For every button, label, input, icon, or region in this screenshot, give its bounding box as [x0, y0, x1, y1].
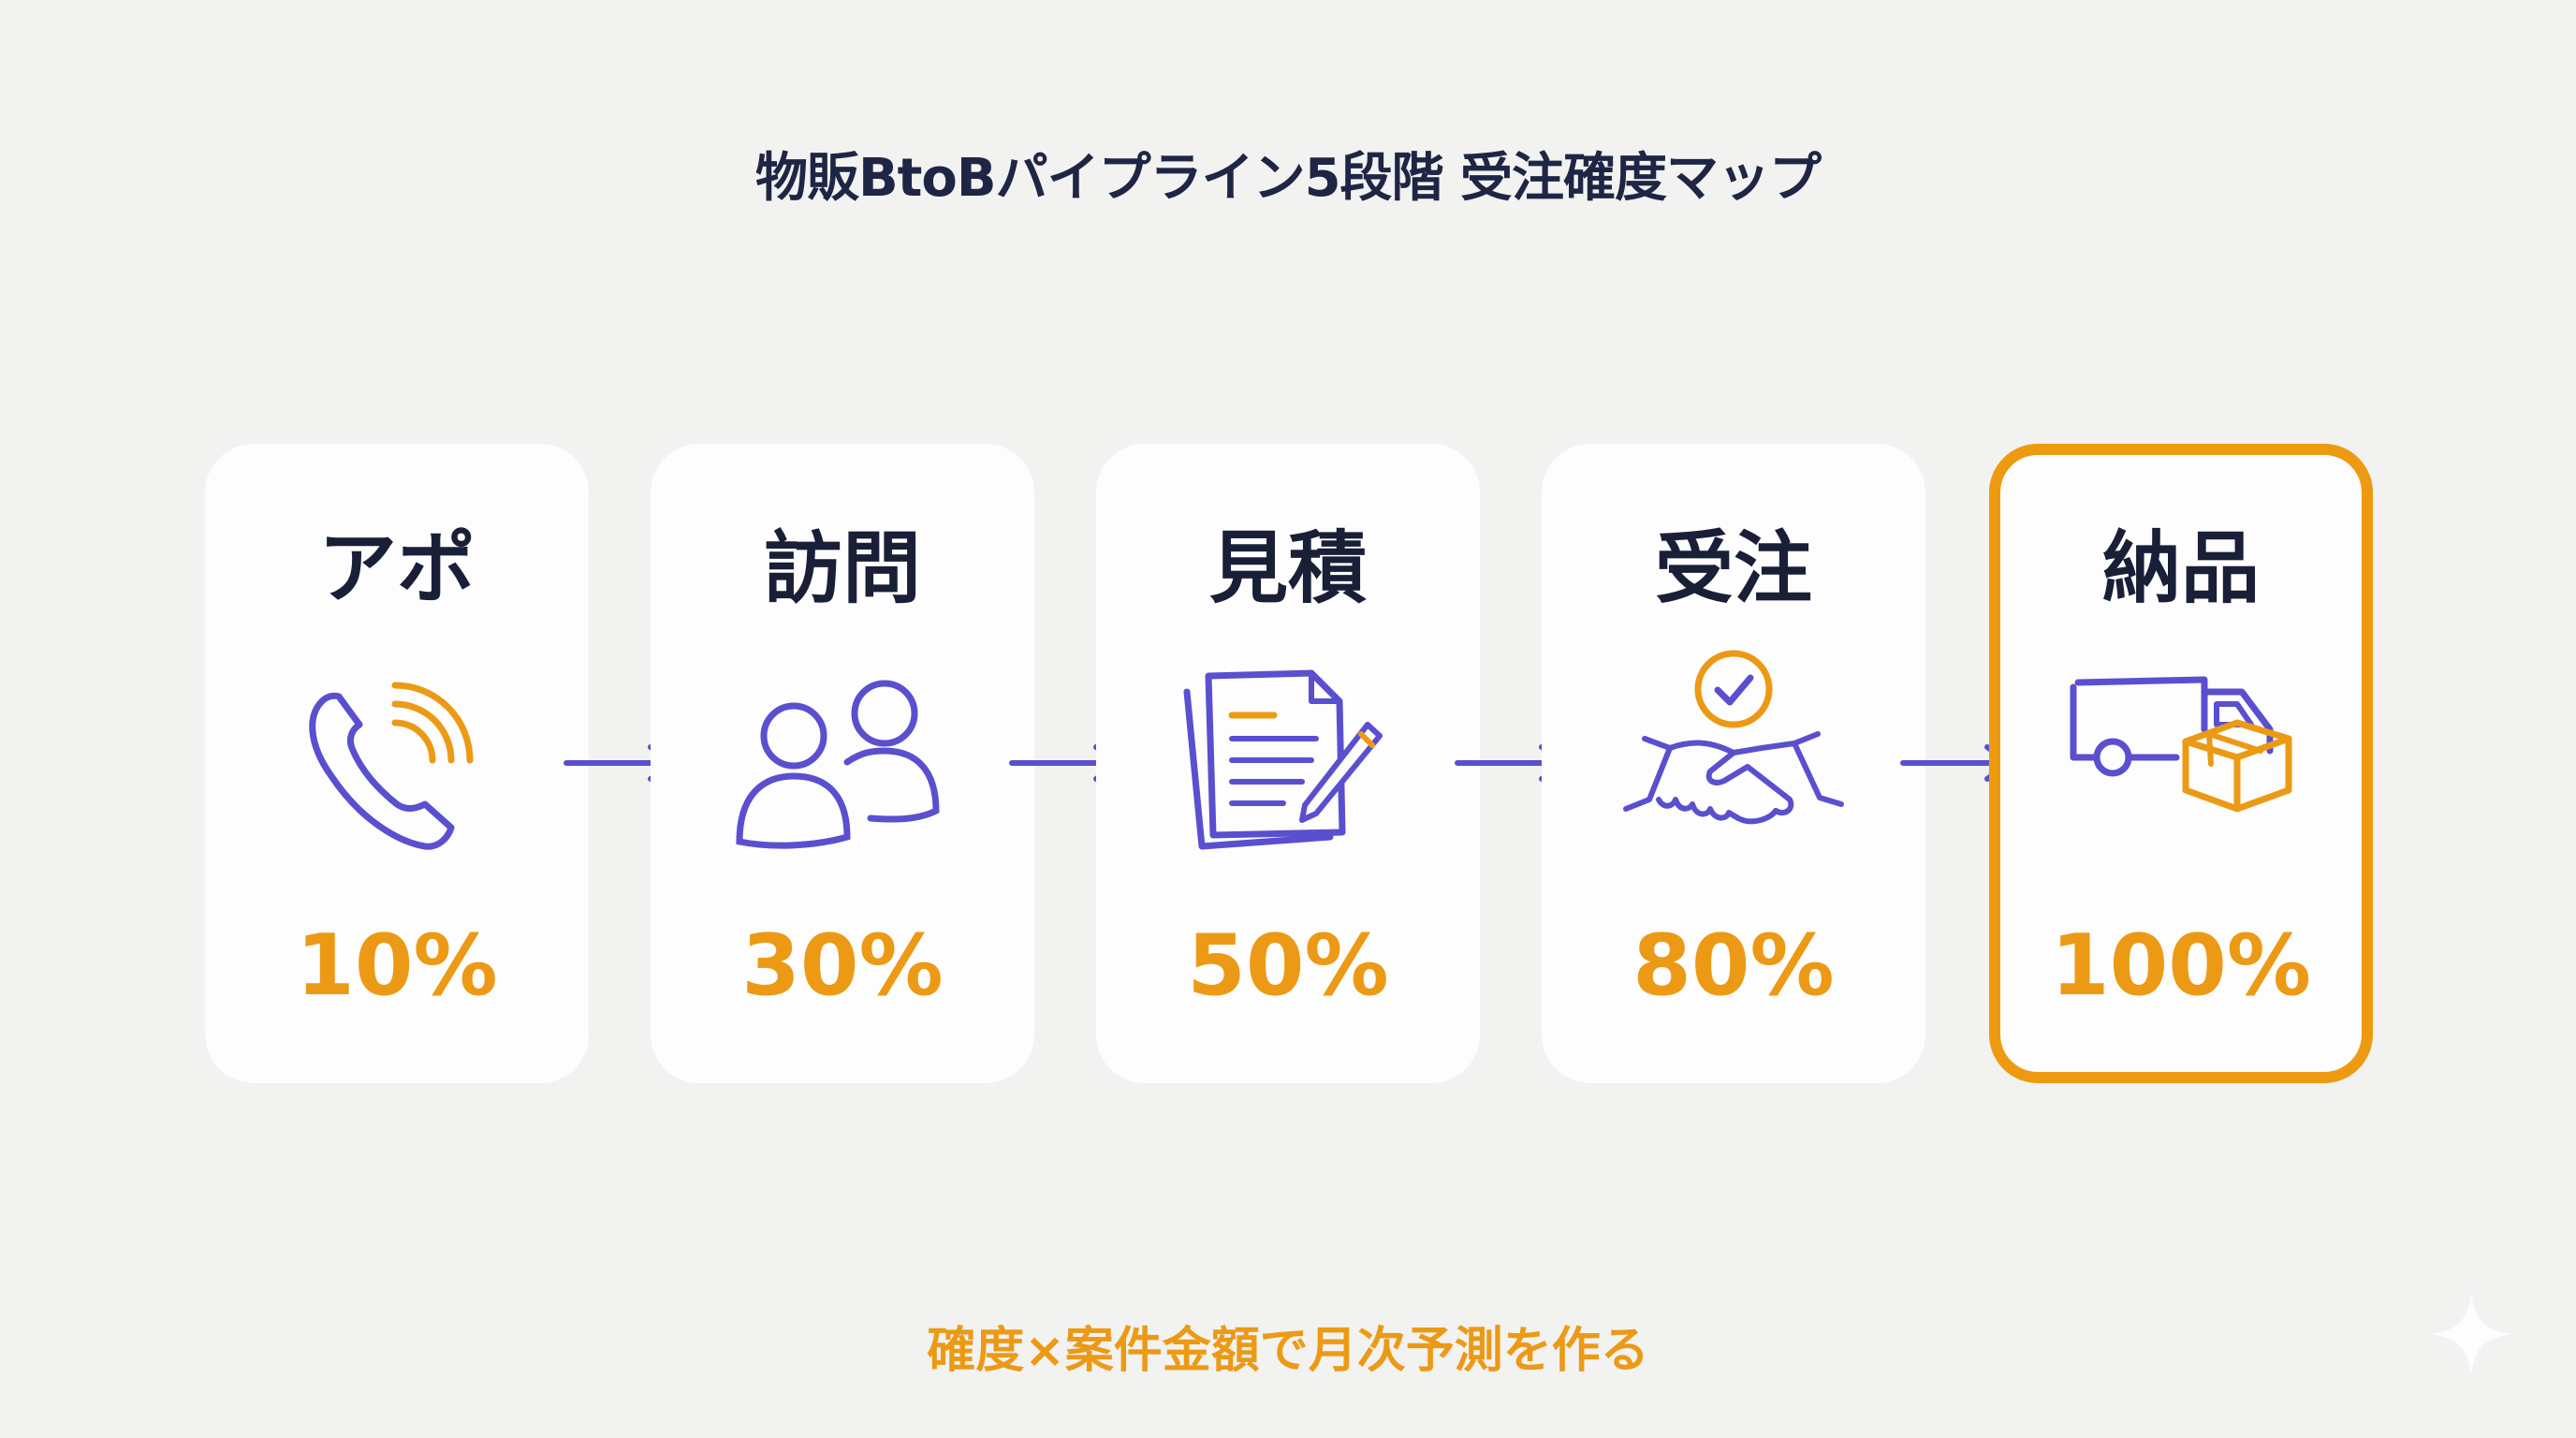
page-title: 物販BtoBパイプライン5段階 受注確度マップ: [754, 148, 1822, 209]
stage-label: 訪問: [763, 522, 921, 614]
stage-percent: 100%: [2050, 917, 2312, 1015]
stage-label: 納品: [2101, 522, 2260, 614]
stage-card-delivery: 納品 100%: [1989, 444, 2373, 1083]
stage-label: 受注: [1654, 522, 1812, 614]
footer-note: 確度×案件金額で月次予測を作る: [927, 1323, 1649, 1379]
sparkle-icon: [2429, 1292, 2513, 1376]
stage-percent: 50%: [1187, 917, 1389, 1015]
stage-card-visit: 訪問 30%: [651, 444, 1034, 1083]
stage-card-order: 受注 80%: [1542, 444, 1925, 1083]
phone-icon: [309, 682, 474, 850]
stage-label: アポ: [317, 522, 476, 614]
stage-label: 見積: [1208, 522, 1367, 614]
truck-box-icon: [2070, 676, 2292, 813]
stage-percent: 30%: [741, 917, 944, 1015]
handshake-icon: [1623, 650, 1844, 825]
stage-card-appointment: アポ 10%: [205, 444, 589, 1083]
document-pen-icon: [1183, 669, 1383, 850]
stage-percent: 10%: [296, 917, 498, 1015]
people-icon: [736, 680, 940, 849]
stage-card-estimate: 見積 50%: [1096, 444, 1480, 1083]
stage-percent: 80%: [1632, 917, 1835, 1015]
